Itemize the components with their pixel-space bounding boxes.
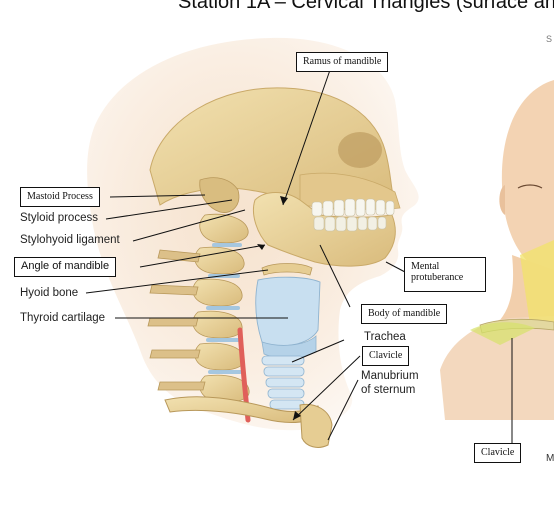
label-mental-line1: Mental (411, 261, 440, 272)
label-body-of-mandible: Body of mandible (361, 304, 448, 324)
label-manubrium-line1: Manubrium (361, 370, 419, 382)
manubrium (299, 403, 333, 448)
leader-mastoid (109, 194, 206, 198)
leader-hyoid (85, 269, 269, 294)
frontal-figure-shoulders (440, 316, 554, 420)
label-thyroid-cartilage: Thyroid cartilage (20, 312, 106, 324)
label-trachea: Trachea (364, 331, 406, 343)
frontal-figure-head (501, 80, 554, 278)
hyoid-bone (261, 263, 313, 276)
leader-angle (139, 244, 266, 268)
leader-mental (385, 261, 406, 273)
frontal-figure-neck-triangle (520, 240, 554, 330)
page-title: Station 1A – Cervical Triangles (surface… (178, 0, 554, 13)
mandible (253, 192, 396, 267)
arrowheads (257, 196, 301, 420)
label-hyoid-bone: Hyoid bone (20, 287, 79, 299)
label-mastoid-process: Mastoid Process (20, 187, 100, 207)
label-mental-protuberance: Mental protuberance (404, 257, 486, 292)
leader-ramus (282, 69, 331, 206)
label-ramus-of-mandible: Ramus of mandible (296, 52, 389, 72)
leader-manubrium (327, 379, 359, 441)
leader-stylohyoid (132, 209, 246, 242)
leader-body (319, 244, 351, 308)
label-stylohyoid-ligament: Stylohyoid ligament (20, 234, 120, 246)
thyroid-cartilage-shape (255, 276, 321, 347)
spinous-processes (147, 249, 206, 391)
label-mental-line2: protuberance (411, 272, 464, 283)
label-manubrium-line2: of sternum (361, 384, 416, 396)
lower-teeth (313, 216, 387, 232)
trachea-rings (261, 355, 305, 410)
leader-trachea (291, 339, 345, 363)
cervical-spine (192, 213, 250, 403)
leader-clavicle (292, 355, 361, 421)
leader-lines (85, 69, 513, 443)
frontal-figure-eye (517, 184, 543, 189)
label-clavicle: Clavicle (362, 346, 410, 366)
orbit (338, 132, 382, 168)
upper-teeth (311, 198, 395, 217)
frontal-figure-shoulder-triangle (470, 322, 535, 345)
label-clavicle-right: Clavicle (474, 443, 522, 463)
label-styloid-process: Styloid process (20, 212, 98, 224)
corner-letter-top: S (546, 34, 553, 44)
corner-letter-bottom: M (546, 453, 554, 464)
label-angle-of-mandible: Angle of mandible (14, 257, 117, 277)
leader-styloid (105, 199, 233, 220)
frontal-figure-ear (499, 185, 505, 215)
